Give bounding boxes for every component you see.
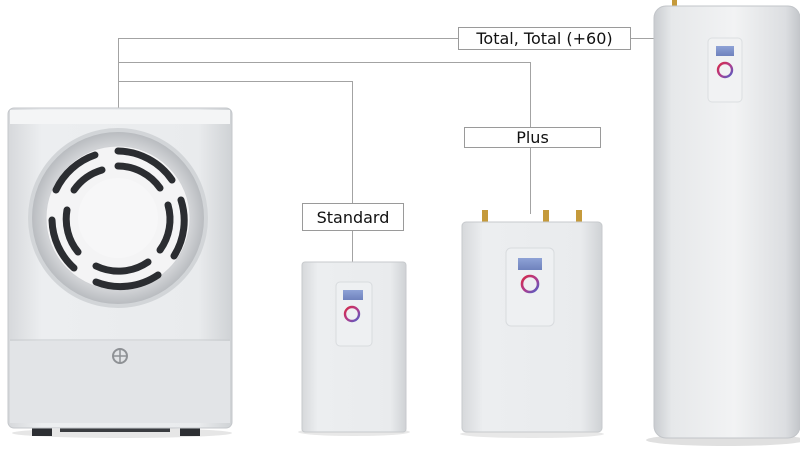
fan-grille-icon [28,128,208,308]
total-tank-unit [646,0,800,446]
control-dial-icon [716,61,734,79]
control-dial-icon [343,305,361,323]
label-total: Total, Total (+60) [458,27,631,50]
control-dial-icon [520,274,540,294]
heat-pump-logo-icon [112,348,128,364]
outdoor-heat-pump-unit [7,107,233,438]
label-standard: Standard [302,203,404,231]
display-screen [518,258,542,270]
standard-indoor-unit [298,261,410,436]
connector-lines [118,38,656,262]
label-plus: Plus [464,127,601,148]
display-screen [716,46,734,56]
display-screen [343,290,363,300]
plus-indoor-unit [460,210,604,438]
